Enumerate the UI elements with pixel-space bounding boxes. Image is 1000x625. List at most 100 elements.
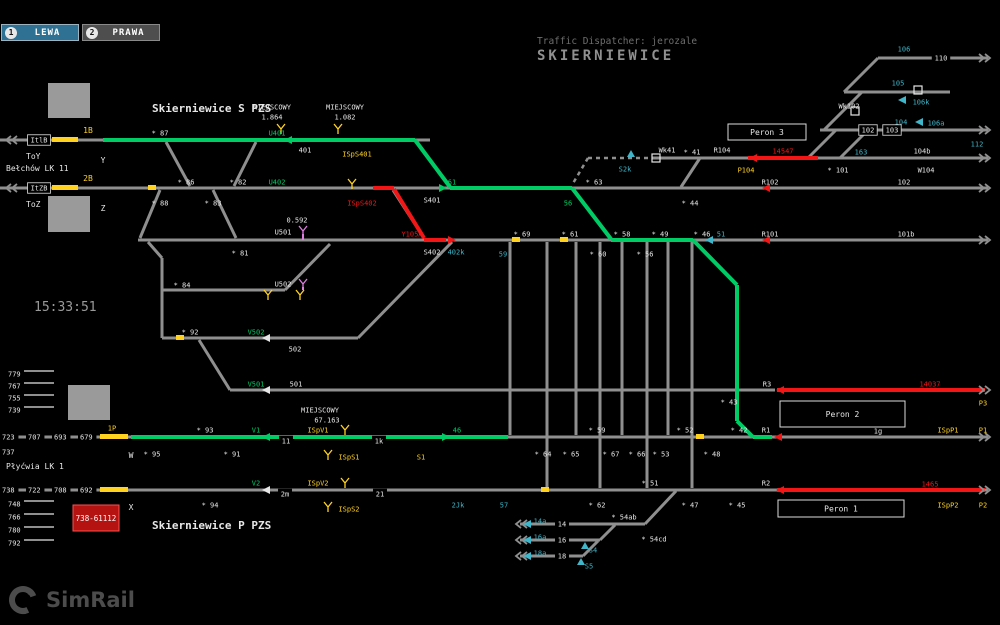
- diagram-label: * 43: [721, 399, 738, 407]
- diagram-label: X: [129, 503, 134, 512]
- label-backplate: [555, 550, 569, 562]
- diagram-label: 21: [376, 491, 384, 499]
- track-line: [356, 240, 454, 340]
- simrail-logo-icon: [8, 586, 37, 614]
- diagram-label: ISpS402: [347, 200, 377, 208]
- track-line: [197, 339, 232, 391]
- right-board-button[interactable]: 2 PRAWA: [82, 24, 160, 41]
- diagram-label: 707: [28, 434, 41, 442]
- switch-indicator[interactable]: [560, 237, 568, 242]
- switch-indicator[interactable]: [100, 434, 128, 439]
- route-arrow-icon: [262, 486, 270, 494]
- diagram-label: 106k: [913, 99, 931, 107]
- diagram-label: V2: [252, 480, 260, 488]
- diagram-label: Y105A: [401, 231, 423, 239]
- diagram-label: ItZB: [31, 185, 48, 193]
- signal-icon[interactable]: [298, 278, 308, 289]
- diagram-label: 501: [290, 381, 303, 389]
- track-line: [232, 141, 258, 187]
- route-set-track: [413, 138, 452, 189]
- switch-indicator[interactable]: [148, 185, 156, 190]
- diagram-label: 723: [2, 434, 15, 442]
- diagram-label: 14a: [534, 518, 547, 526]
- diagram-label: S402: [424, 249, 441, 257]
- track-line: [138, 189, 162, 239]
- diagram-label: P104: [738, 167, 755, 175]
- label-backplate: [372, 435, 386, 447]
- diagram-label: * 92: [182, 329, 199, 337]
- switch-indicator[interactable]: [52, 137, 78, 142]
- diagram-label: 1P: [108, 425, 116, 433]
- signal-icon[interactable]: [295, 289, 305, 300]
- diagram-label: 56: [564, 200, 572, 208]
- diagram-label: 106: [898, 46, 911, 54]
- label-backplate: [858, 124, 878, 136]
- diagram-label: * 87: [152, 130, 169, 138]
- diagram-label: Wk41: [659, 147, 676, 155]
- switch-indicator[interactable]: [696, 434, 704, 439]
- diagram-label: MIEJSCOWY: [301, 407, 340, 415]
- left-board-button[interactable]: 1 LEWA: [1, 24, 79, 41]
- signal-icon[interactable]: [263, 289, 273, 300]
- route-arrow-icon: [523, 536, 531, 544]
- switch-indicator[interactable]: [512, 237, 520, 242]
- switch-indicator[interactable]: [541, 487, 549, 492]
- station-title: SKIERNIEWICE: [537, 48, 675, 64]
- dispatcher-name-label: Traffic Dispatcher: jerozale: [537, 36, 698, 47]
- switch-indicator[interactable]: [100, 487, 128, 492]
- diagram-label: R1: [762, 427, 770, 435]
- diagram-label: R3: [763, 381, 771, 389]
- signal-icon[interactable]: [333, 123, 343, 134]
- signal-icon[interactable]: [323, 501, 333, 512]
- diagram-label: ISpP1: [937, 427, 958, 435]
- diagram-label: 708: [54, 487, 67, 495]
- track-line-dashed: [570, 157, 590, 186]
- diagram-label: U401: [269, 130, 286, 138]
- signal-icon[interactable]: [340, 477, 350, 488]
- signal-icon[interactable]: [323, 449, 333, 460]
- route-arrow-icon: [627, 150, 635, 157]
- diagram-label: * 82: [230, 179, 247, 187]
- diagram-label: Wk102: [838, 103, 859, 111]
- diagram-label: * 56: [637, 251, 654, 259]
- signal-icon[interactable]: [340, 424, 350, 435]
- diagram-label: W: [129, 451, 134, 460]
- signal-icon[interactable]: [276, 123, 286, 134]
- diagram-label: * 84: [174, 282, 191, 290]
- line-end-arrow-icon: [978, 432, 992, 442]
- diagram-label: Bełchów LK 11: [6, 163, 69, 173]
- diagram-label: ISpV1: [307, 427, 328, 435]
- line-end-arrow-icon: [978, 183, 992, 193]
- wk-marker-icon: [651, 153, 661, 163]
- signal-icon[interactable]: [298, 225, 308, 236]
- diagram-label: * 52: [677, 427, 694, 435]
- diagram-label: 51: [717, 231, 725, 239]
- switch-indicator[interactable]: [52, 185, 78, 190]
- train-description-box[interactable]: [72, 504, 120, 532]
- train-number-label: 738-61112: [76, 514, 117, 523]
- signal-icon[interactable]: [347, 178, 357, 189]
- label-backplate: [555, 534, 569, 546]
- route-set-track: [735, 419, 755, 439]
- route-arrow-icon: [776, 486, 784, 494]
- diagram-label: 755: [8, 395, 21, 403]
- track-line: [806, 128, 838, 160]
- diagram-label: R102: [762, 179, 779, 187]
- diagram-label: 748: [8, 501, 21, 509]
- track-line: [146, 241, 164, 259]
- diagram-label: 738: [2, 487, 15, 495]
- route-arrow-icon: [262, 433, 270, 441]
- diagram-label: * 61: [562, 231, 579, 239]
- label-backplate: [26, 484, 45, 496]
- platform-box: [779, 400, 906, 428]
- diagram-label: 767: [8, 383, 21, 391]
- diagram-label: 102: [898, 179, 911, 187]
- diagram-label: 57: [500, 502, 508, 510]
- platform-box: [777, 499, 905, 518]
- diagram-label: 163: [855, 149, 868, 157]
- switch-indicator[interactable]: [176, 335, 184, 340]
- diagram-label: 679: [80, 434, 93, 442]
- diagram-label: * 60: [590, 251, 607, 259]
